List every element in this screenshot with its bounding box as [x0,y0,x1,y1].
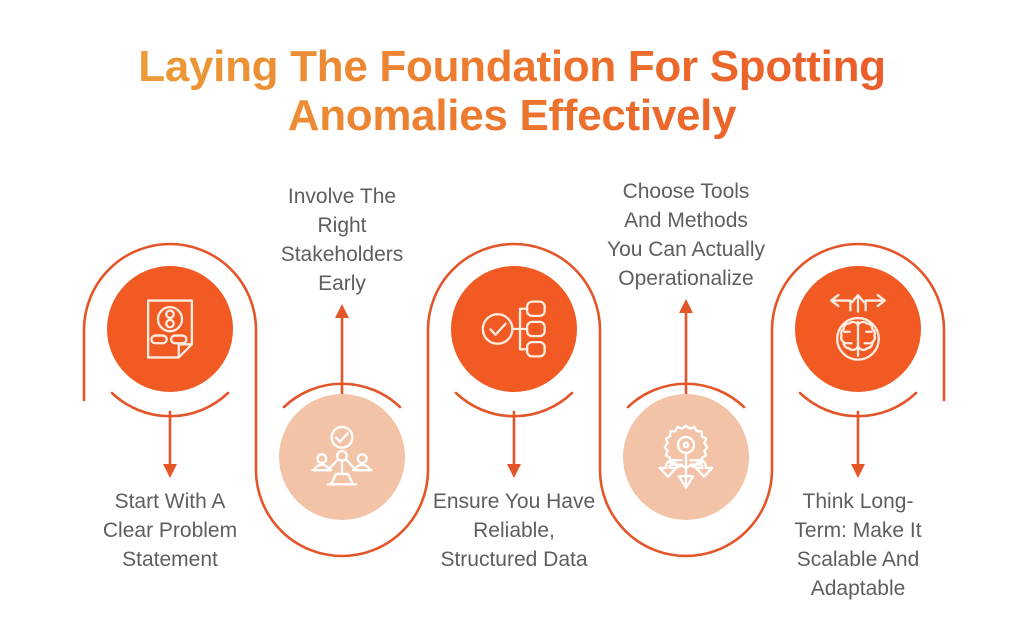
step-4-bubble[interactable] [623,394,749,520]
step-5-bubble[interactable] [795,266,921,392]
arrow-down-3 [507,410,521,478]
arrow-down-5 [851,410,865,478]
path-segment-3 [426,242,602,402]
arrow-up-4 [679,299,693,397]
page-title: Laying The Foundation For Spotting Anoma… [0,42,1024,141]
step-1-caption: Start With A Clear Problem Statement [102,490,238,571]
step-2-bubble[interactable] [279,394,405,520]
stakeholders-network-icon [311,425,373,486]
step-2-caption: Involve The Right Stakeholders Early [280,185,404,295]
structured-data-check-icon [481,300,546,358]
step-3-caption: Ensure You Have Reliable, Structured Dat… [432,490,596,571]
arrow-up-2 [335,304,349,397]
problem-document-icon [146,299,194,359]
path-segment-4 [598,398,774,558]
path-segment-1 [82,242,258,402]
step-5-caption: Think Long- Term: Make It Scalable And A… [794,490,922,600]
path-segment-5 [770,242,946,402]
gear-arrows-icon [658,424,714,489]
arrow-down-1 [163,410,177,478]
brain-arrows-icon [830,294,886,361]
step-1-bubble[interactable] [107,266,233,392]
step-4-caption: Choose Tools And Methods You Can Actuall… [606,180,765,290]
step-3-bubble[interactable] [451,266,577,392]
path-segment-2 [254,398,430,558]
